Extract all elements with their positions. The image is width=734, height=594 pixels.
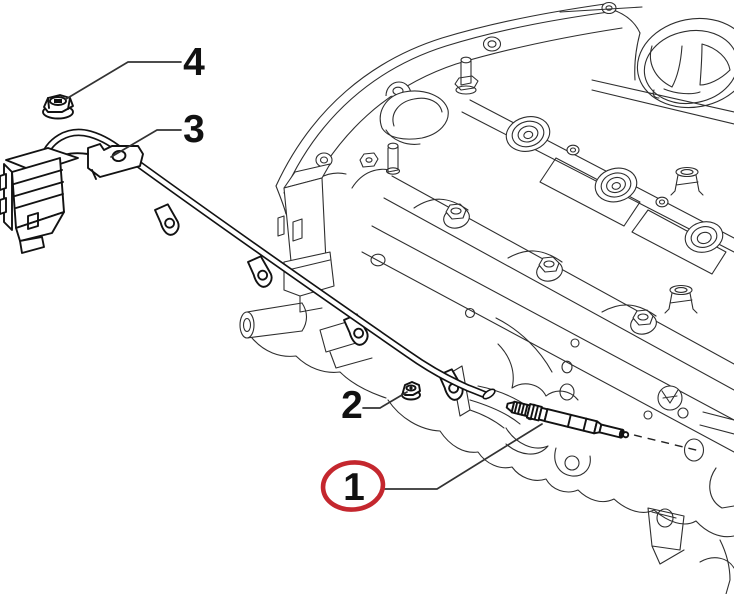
callout-2[interactable]: 2 xyxy=(341,384,363,427)
fixing-nut xyxy=(401,381,421,401)
nut-thread-hole xyxy=(54,99,62,103)
pulley-recess xyxy=(636,17,734,109)
leader-line-2 xyxy=(362,391,408,409)
injector-seat xyxy=(594,167,638,203)
leader-line-4 xyxy=(65,61,182,100)
glow-plug-harness xyxy=(0,128,496,401)
harness-tab xyxy=(343,313,369,346)
flange-nut xyxy=(42,94,74,120)
engine-illustration xyxy=(239,1,734,594)
highlight-ellipse xyxy=(320,460,386,512)
callout-label-2: 2 xyxy=(341,384,363,427)
callout-1[interactable]: 1 xyxy=(320,459,386,512)
harness-bracket xyxy=(53,143,144,180)
head-bolt xyxy=(443,203,470,229)
harness-rail-core xyxy=(39,130,489,398)
leader-line-1 xyxy=(381,423,543,490)
callout-label-1: 1 xyxy=(343,466,365,509)
injector-seat xyxy=(684,221,724,253)
head-bolt xyxy=(536,256,563,282)
clamp-bracket xyxy=(670,166,704,196)
head-bolt xyxy=(630,309,657,335)
installation-dashed-line xyxy=(633,434,701,452)
leader-line-3 xyxy=(110,129,182,158)
callout-4[interactable]: 4 xyxy=(183,41,205,84)
harness-rail-end xyxy=(482,388,496,400)
callout-label-4: 4 xyxy=(183,41,205,84)
harness-tab xyxy=(154,203,180,236)
sensor-box xyxy=(277,163,335,313)
injector-seat xyxy=(505,116,551,152)
callout-3[interactable]: 3 xyxy=(183,108,205,151)
callout-label-3: 3 xyxy=(183,108,205,151)
nut-thread-hole xyxy=(409,386,413,390)
harness-tab xyxy=(247,255,273,288)
glow-plug xyxy=(505,400,630,439)
harness-connector xyxy=(0,147,79,254)
clamp-bracket xyxy=(664,284,698,314)
